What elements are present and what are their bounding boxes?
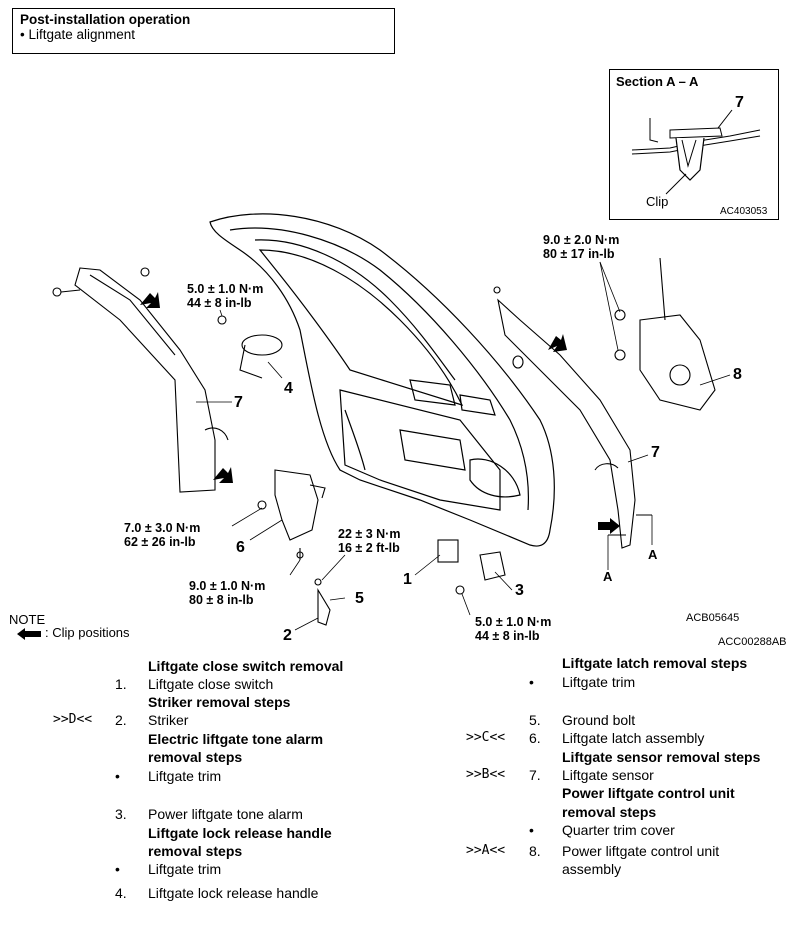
post-installation-item: • Liftgate alignment: [20, 27, 136, 42]
liftgate-exploded-diagram: [52, 213, 731, 631]
torque-metric: 5.0 ± 1.0 N·m: [475, 615, 552, 629]
torque-imperial: 62 ± 26 in-lb: [124, 535, 196, 549]
right-heading-4: Liftgate sensor removal steps: [562, 749, 761, 765]
torque-imperial: 16 ± 2 ft-lb: [338, 541, 400, 555]
right-heading-0: Liftgate latch removal steps: [562, 655, 748, 671]
left-prefix-3: >>D<<: [53, 712, 93, 727]
right-item-2: Ground bolt: [562, 712, 636, 728]
torque-spec-striker: 22 ± 3 N·m 16 ± 2 ft-lb: [338, 527, 400, 555]
torque-metric: 9.0 ± 1.0 N·m: [189, 579, 266, 593]
post-installation-box: Post-installation operation • Liftgate a…: [12, 8, 395, 54]
section-mark-a-2: A: [648, 547, 658, 562]
left-heading-0: Liftgate close switch removal: [148, 658, 344, 674]
right-item-5: Liftgate sensor: [562, 767, 654, 783]
left-item-11: Liftgate lock release handle: [148, 885, 319, 901]
callout-2: 2: [283, 627, 292, 644]
right-item-1: Liftgate trim: [562, 674, 636, 690]
torque-imperial: 80 ± 8 in-lb: [189, 593, 254, 607]
right-marker-5: 7.: [529, 767, 541, 783]
section-code: AC403053: [720, 206, 768, 217]
left-heading-2: Striker removal steps: [148, 694, 291, 710]
right-item-10: assembly: [562, 861, 622, 877]
section-clip-label: Clip: [646, 194, 669, 209]
post-installation-title: Post-installation operation: [20, 12, 191, 27]
left-item-10: Liftgate trim: [148, 861, 222, 877]
torque-spec-ground-bolt: 9.0 ± 1.0 N·m 80 ± 8 in-lb: [189, 579, 265, 607]
left-heading-4: Electric liftgate tone alarm: [148, 731, 324, 747]
right-marker-3: 6.: [529, 730, 541, 746]
callout-7-right: 7: [651, 444, 660, 461]
left-heading-9: removal steps: [148, 843, 243, 859]
torque-spec-latch: 7.0 ± 3.0 N·m 62 ± 26 in-lb: [124, 521, 200, 549]
left-heading-8: Liftgate lock release handle: [148, 825, 332, 841]
right-prefix-3: >>C<<: [466, 730, 506, 745]
torque-imperial: 80 ± 17 in-lb: [543, 247, 615, 261]
right-item-9: Power liftgate control unit: [562, 843, 720, 859]
left-item-3: Striker: [148, 712, 189, 728]
torque-imperial: 44 ± 8 in-lb: [475, 629, 540, 643]
callout-7-left: 7: [234, 394, 243, 411]
right-marker-2: 5.: [529, 712, 541, 728]
left-marker-1: 1.: [115, 676, 127, 692]
callout-6: 6: [236, 539, 245, 556]
right-item-3: Liftgate latch assembly: [562, 730, 705, 746]
callout-4: 4: [284, 380, 293, 397]
right-prefix-9: >>A<<: [466, 843, 506, 858]
torque-metric: 5.0 ± 1.0 N·m: [187, 282, 264, 296]
section-drawing: [631, 109, 761, 195]
note-text: : Clip positions: [45, 625, 130, 640]
left-marker-11: 4.: [115, 885, 127, 901]
left-marker-6: •: [115, 768, 120, 784]
figure-code-2: ACC00288AB: [718, 636, 787, 648]
right-marker-9: 8.: [529, 843, 541, 859]
torque-imperial: 44 ± 8 in-lb: [187, 296, 252, 310]
torque-metric: 22 ± 3 N·m: [338, 527, 401, 541]
torque-metric: 7.0 ± 3.0 N·m: [124, 521, 201, 535]
section-callout-7: 7: [735, 94, 744, 111]
right-marker-8: •: [529, 822, 534, 838]
left-marker-3: 2.: [115, 712, 127, 728]
clip-arrow-icon: [17, 628, 41, 640]
left-marker-10: •: [115, 861, 120, 877]
left-item-7: Power liftgate tone alarm: [148, 806, 303, 822]
right-marker-1: •: [529, 674, 534, 690]
callout-1: 1: [403, 571, 412, 588]
section-a-a-box: Section A – A 7 Clip AC403053: [609, 69, 779, 220]
callout-8: 8: [733, 366, 742, 383]
right-prefix-5: >>B<<: [466, 767, 506, 782]
left-marker-7: 3.: [115, 806, 127, 822]
figure-code-1: ACB05645: [686, 612, 740, 624]
torque-spec-control-unit: 9.0 ± 2.0 N·m 80 ± 17 in-lb: [543, 233, 619, 261]
left-heading-5: removal steps: [148, 749, 243, 765]
section-title: Section A – A: [616, 74, 699, 89]
left-item-6: Liftgate trim: [148, 768, 222, 784]
callout-5: 5: [355, 590, 364, 607]
right-item-8: Quarter trim cover: [562, 822, 675, 838]
torque-spec-tone-alarm: 5.0 ± 1.0 N·m 44 ± 8 in-lb: [475, 615, 551, 643]
torque-metric: 9.0 ± 2.0 N·m: [543, 233, 620, 247]
note-label: NOTE: [9, 612, 46, 627]
callout-3: 3: [515, 582, 524, 599]
left-item-1: Liftgate close switch: [148, 676, 274, 692]
section-mark-a-1: A: [603, 569, 613, 584]
torque-spec-handle-bolt: 5.0 ± 1.0 N·m 44 ± 8 in-lb: [187, 282, 263, 310]
right-heading-6: Power liftgate control unit: [562, 785, 735, 801]
right-heading-7: removal steps: [562, 804, 657, 820]
